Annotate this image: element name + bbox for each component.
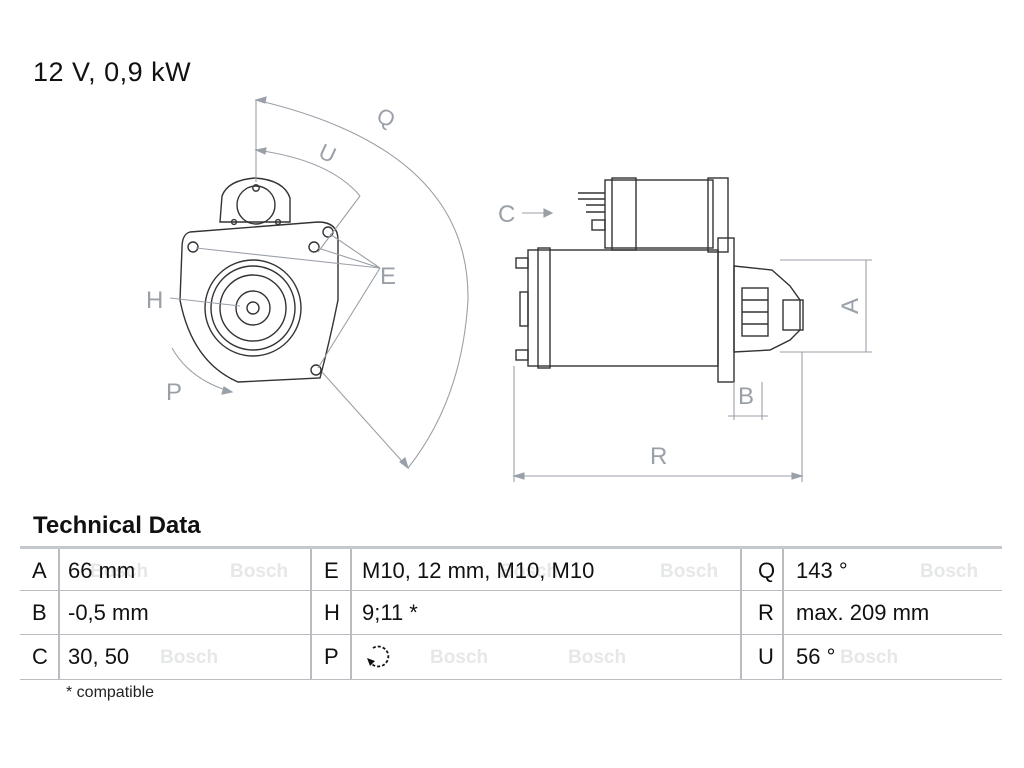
watermark: Bosch: [160, 647, 219, 668]
technical-data-table: Bosch Bosch Bosch Bosch Bosch A 66 mm E …: [20, 546, 1002, 680]
value-c: 30, 50: [68, 644, 130, 669]
watermark: Bosch: [90, 561, 149, 582]
watermark: Bosch: [430, 647, 489, 668]
label-h: H: [146, 287, 163, 314]
voltage-power-spec: 12 V, 0,9 kW: [33, 57, 192, 87]
technical-data-title: Technical Data: [33, 512, 201, 539]
watermark: Bosch: [660, 561, 719, 582]
rotation-direction-icon: [367, 645, 390, 668]
watermark: Bosch: [500, 561, 559, 582]
key-p: P: [324, 644, 339, 669]
key-e: E: [324, 558, 339, 583]
footnote: * compatible: [66, 684, 155, 701]
watermark: Bosch: [920, 561, 979, 582]
table-row: B -0,5 mm H 9;11 * R max. 209 mm: [20, 590, 1002, 634]
label-a: A: [837, 298, 864, 314]
label-b: B: [738, 383, 754, 410]
table-row: Bosch Bosch Bosch Bosch C 30, 50 P U 56 …: [20, 634, 1002, 680]
watermark: Bosch: [230, 561, 289, 582]
label-e: E: [380, 263, 396, 290]
label-q: Q: [373, 103, 399, 133]
watermark: Bosch: [840, 647, 899, 668]
starter-motor-drawing: Q U C E H P A B R: [146, 96, 872, 482]
value-r: max. 209 mm: [796, 600, 930, 625]
value-e: M10, 12 mm, M10, M10: [362, 558, 595, 583]
watermark: Bosch: [568, 647, 627, 668]
key-a: A: [32, 558, 47, 583]
table-row: Bosch Bosch Bosch Bosch Bosch A 66 mm E …: [20, 546, 1002, 590]
key-r: R: [758, 600, 774, 625]
value-a: 66 mm: [68, 558, 136, 583]
value-u: 56 °: [796, 644, 836, 669]
value-q: 143 °: [796, 558, 848, 583]
key-c: C: [32, 644, 48, 669]
value-p: [364, 642, 392, 670]
value-h: 9;11 *: [362, 600, 418, 625]
key-b: B: [32, 600, 47, 625]
key-h: H: [324, 600, 340, 625]
label-c: C: [498, 201, 515, 228]
label-r: R: [650, 443, 667, 470]
value-b: -0,5 mm: [68, 600, 149, 625]
key-u: U: [758, 644, 774, 669]
key-q: Q: [758, 558, 776, 583]
label-u: U: [315, 139, 340, 168]
label-p: P: [166, 379, 182, 406]
